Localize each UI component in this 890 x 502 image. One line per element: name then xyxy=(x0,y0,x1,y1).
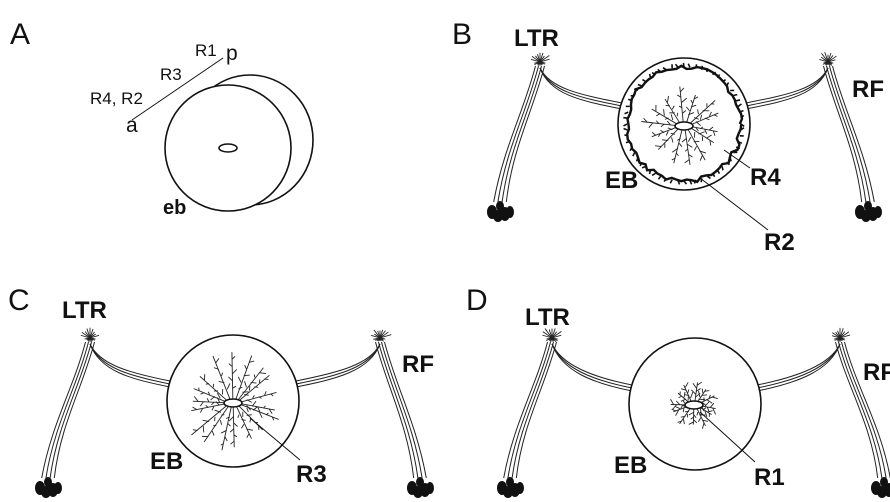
axis-label-a: a xyxy=(126,114,138,137)
panel-a-letter: A xyxy=(10,18,30,51)
axon-left xyxy=(90,344,170,387)
axon-right xyxy=(757,344,840,391)
axon-right xyxy=(296,344,380,381)
axon-left xyxy=(90,344,170,381)
r4-spine xyxy=(637,158,638,162)
axon-right xyxy=(746,68,828,109)
panel-d: D LTR RF EB R1 xyxy=(466,284,890,498)
r3-twig xyxy=(203,426,204,432)
label-eb: EB xyxy=(605,167,638,194)
neurite-fiber-left xyxy=(506,66,544,202)
panel-b: B LTR RF EB R4 R2 xyxy=(452,18,884,256)
r4-spine xyxy=(626,142,630,143)
r3-twig xyxy=(249,386,250,390)
r4-spine xyxy=(624,135,628,136)
cell-body-right xyxy=(426,482,434,494)
cell-body-right xyxy=(874,206,882,218)
neurite-fiber-left xyxy=(54,342,94,478)
neurite-fiber-left xyxy=(494,66,536,202)
axon-left xyxy=(552,344,632,391)
axon-left xyxy=(552,344,632,385)
cell-body-left xyxy=(516,482,524,494)
label-eb: eb xyxy=(163,197,186,219)
cell-body-right xyxy=(416,477,424,487)
label-ltr: LTR xyxy=(62,297,107,324)
label-rf: RF xyxy=(852,76,884,103)
cell-body-right xyxy=(864,201,872,211)
panel-c-letter: C xyxy=(8,284,30,317)
label-eb: EB xyxy=(150,448,183,475)
label-r3: R3 xyxy=(296,461,327,488)
label-r1: R1 xyxy=(754,464,785,491)
r4-spine xyxy=(650,74,651,78)
label-rf: RF xyxy=(402,351,434,378)
cell-body-left xyxy=(496,201,504,211)
ellipsoid-body-canal xyxy=(675,122,693,130)
panel-a: A R1 p R3 R4, R2 a eb xyxy=(10,18,313,219)
axon-left xyxy=(540,68,622,109)
axis-label-r3: R3 xyxy=(160,65,182,84)
cell-body-left xyxy=(54,482,62,494)
label-rf: RF xyxy=(863,359,890,386)
panel-c: C LTR RF EB R3 xyxy=(8,284,434,498)
r4-spine xyxy=(730,158,731,162)
axon-right xyxy=(757,344,840,388)
r3-twig xyxy=(206,384,209,385)
r4-spine xyxy=(736,100,740,101)
neurite-fiber-left xyxy=(42,342,86,478)
ellipsoid-body-canal xyxy=(219,144,237,152)
cell-body-left xyxy=(506,477,514,487)
neurite-fiber-left xyxy=(498,66,539,202)
ellipsoid-body-canal xyxy=(224,399,242,407)
label-ltr: LTR xyxy=(514,25,559,52)
r4-spine xyxy=(706,68,707,72)
label-r2: R2 xyxy=(764,229,795,256)
label-ltr: LTR xyxy=(525,304,570,331)
r4-spine xyxy=(733,95,737,96)
label-eb: EB xyxy=(614,452,647,479)
panel-b-letter: B xyxy=(452,18,472,51)
cell-body-left xyxy=(44,477,52,487)
neurite-fiber-left xyxy=(504,342,548,478)
r2-twig xyxy=(666,105,670,106)
r4-spine xyxy=(702,66,703,70)
axon-right xyxy=(296,344,380,387)
r2-twig xyxy=(662,140,668,141)
ellipsoid-body-canal xyxy=(685,401,703,409)
r4-spine xyxy=(650,170,651,174)
neurite-fiber-left xyxy=(516,342,556,478)
axis-label-p: p xyxy=(226,42,238,65)
label-r4: R4 xyxy=(750,164,781,191)
r4-spine xyxy=(683,63,684,67)
r4-spine xyxy=(696,64,697,68)
cell-body-right xyxy=(880,477,888,487)
axon-left xyxy=(552,344,632,388)
cell-body-left xyxy=(506,206,514,218)
axis-label-r4-r2: R4, R2 xyxy=(90,89,143,108)
neurite-fiber-left xyxy=(508,342,551,478)
axon-right xyxy=(757,344,840,385)
axis-label-r1: R1 xyxy=(195,41,217,60)
r4-spine xyxy=(722,166,723,170)
neurite-fiber-left xyxy=(46,342,89,478)
panel-d-letter: D xyxy=(466,284,488,317)
